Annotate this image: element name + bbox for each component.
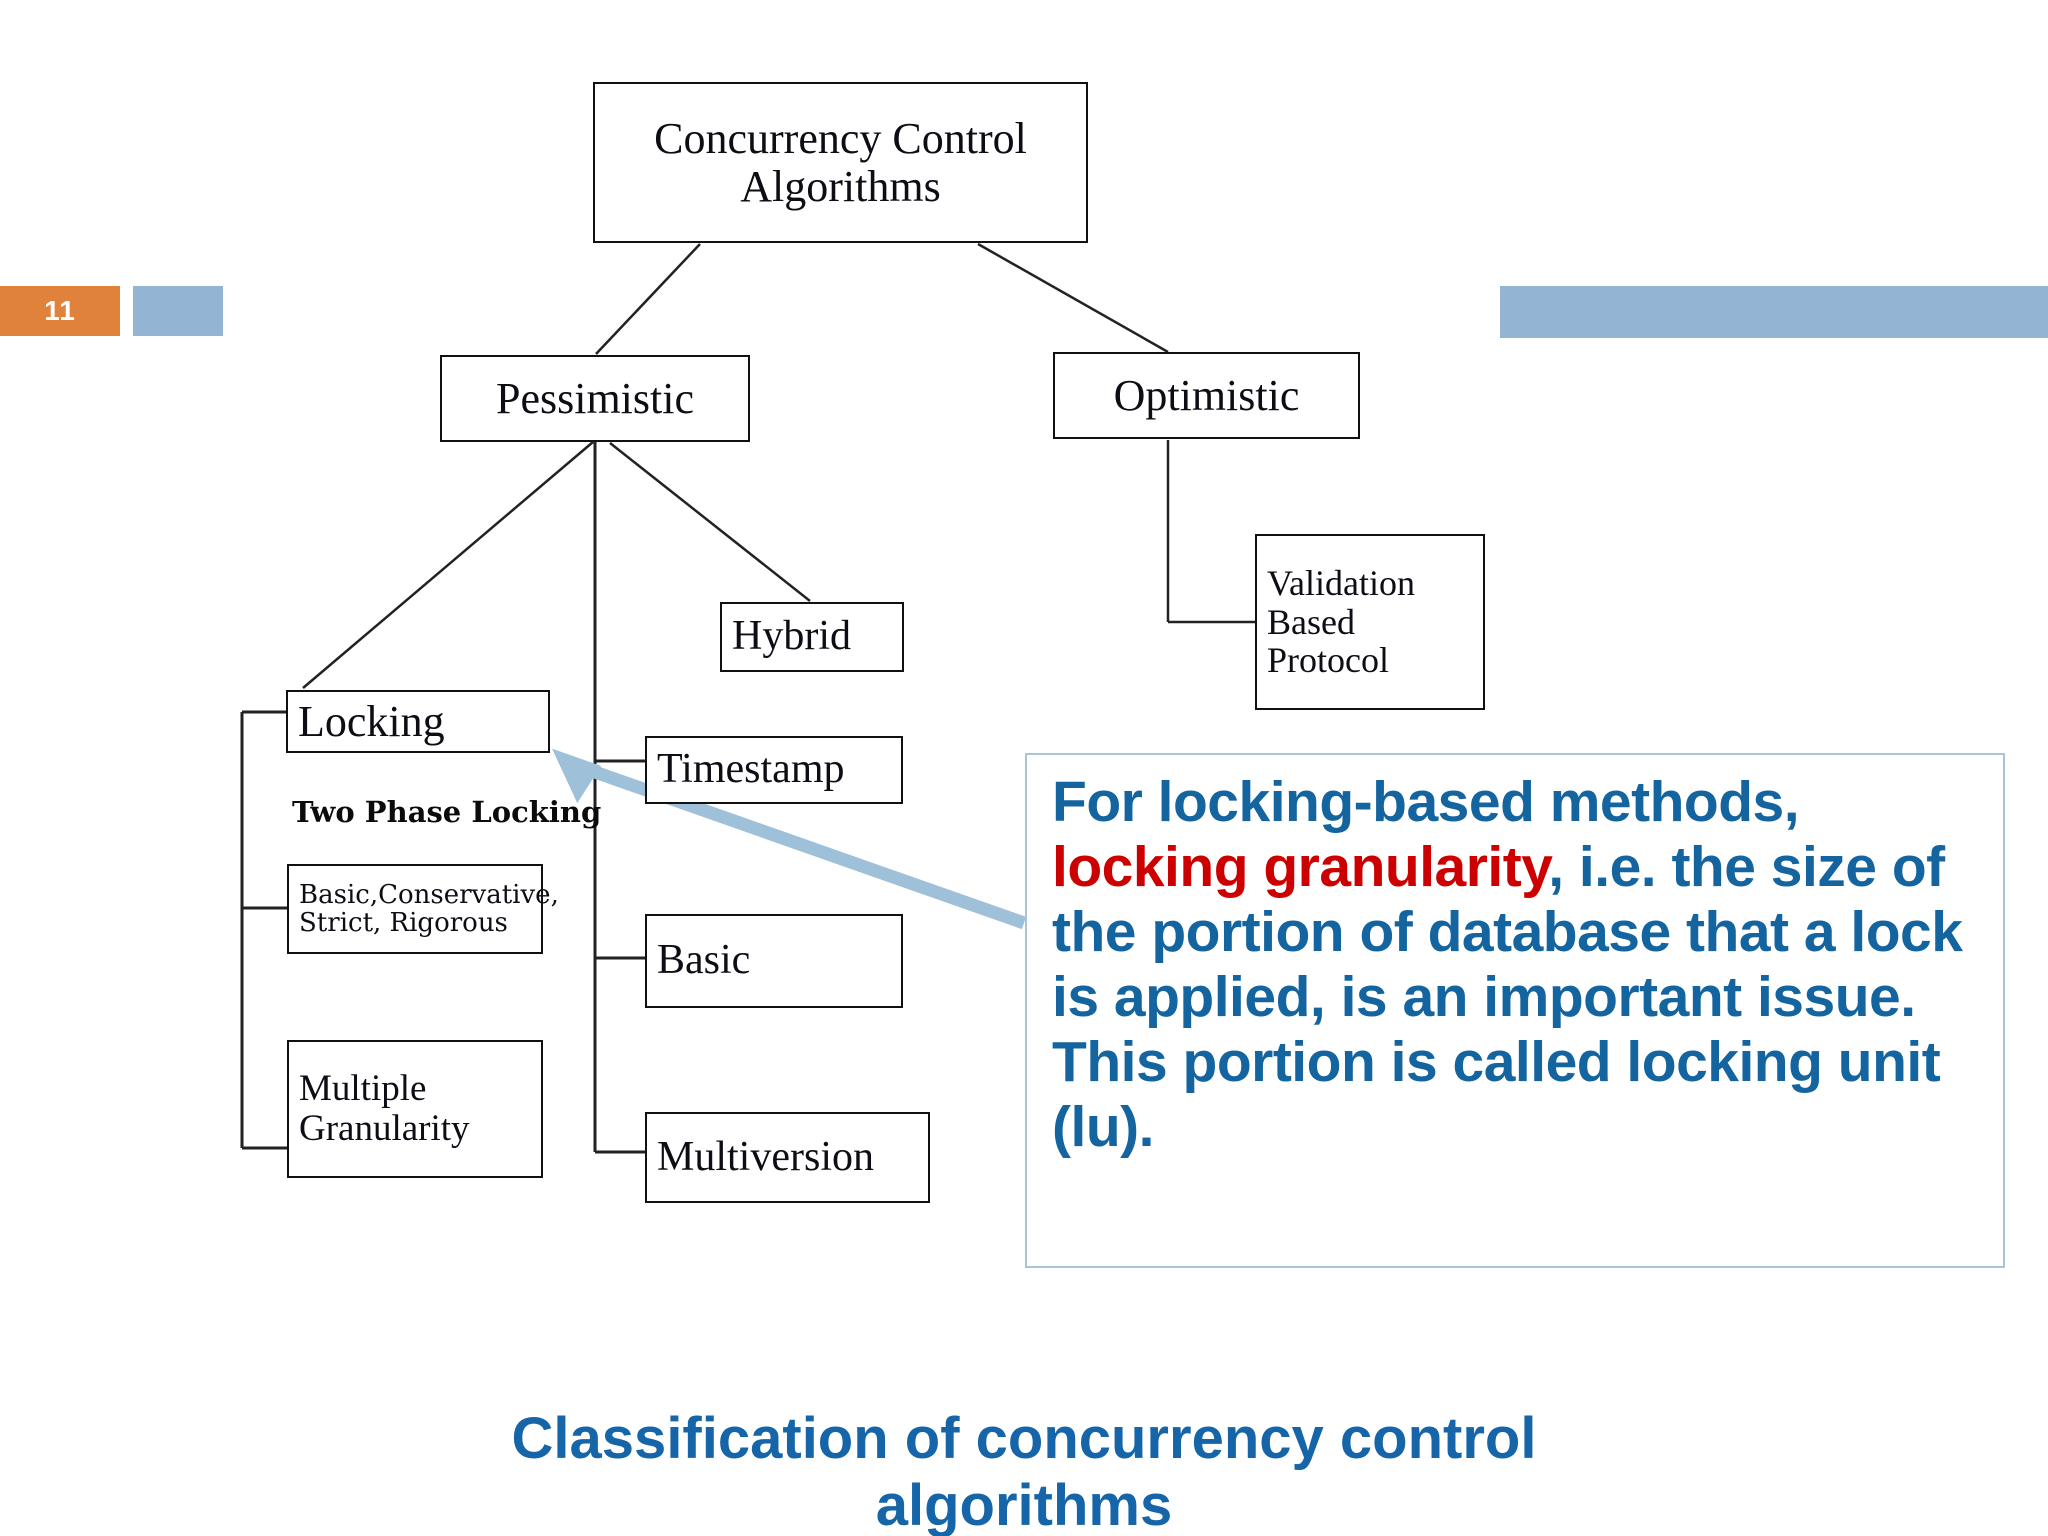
node-pessimistic: Pessimistic	[440, 355, 750, 442]
callout-part2: , i.e. the size of the portion of databa…	[1052, 834, 1963, 1159]
node-label: Optimistic	[1113, 370, 1300, 420]
callout-highlight: locking granularity	[1052, 834, 1549, 899]
node-label: Basic	[657, 937, 751, 984]
node-label: Multiversion	[657, 1133, 874, 1180]
node-optimistic: Optimistic	[1053, 352, 1360, 439]
node-validation-based-protocol: Validation Based Protocol	[1255, 534, 1485, 710]
slide-caption: Classification of concurrency control al…	[0, 1406, 2048, 1536]
node-label: Locking	[298, 696, 445, 746]
accent-bar-right	[1500, 286, 2048, 338]
caption-line-2: algorithms	[875, 1472, 1173, 1536]
node-label: Pessimistic	[495, 373, 695, 423]
node-label: Concurrency Control Algorithms	[654, 113, 1027, 211]
node-label: Multiple Granularity	[299, 1068, 470, 1149]
node-two-phase-locking-label: Two Phase Locking	[292, 795, 602, 829]
caption-line-1: Classification of concurrency control	[511, 1406, 1537, 1471]
node-timestamp: Timestamp	[645, 736, 903, 804]
node-basic: Basic	[645, 914, 903, 1008]
node-label: Validation Based Protocol	[1267, 562, 1415, 681]
node-label: Timestamp	[657, 746, 845, 793]
node-two-phase-locking-kinds: Basic,Conservative, Strict, Rigorous	[287, 864, 559, 954]
accent-bar-left	[133, 286, 223, 336]
node-label: Basic,Conservative, Strict, Rigorous	[299, 879, 559, 938]
node-multiple-granularity: Multiple Granularity	[287, 1040, 543, 1178]
node-label: Hybrid	[732, 613, 851, 660]
callout-part1: For locking-based methods,	[1052, 770, 1800, 834]
node-concurrency-control-algorithms: Concurrency Control Algorithms	[593, 82, 1088, 243]
callout-box	[1025, 753, 2005, 1268]
page-number-badge: 11	[0, 286, 120, 336]
callout-text: For locking-based methods, locking granu…	[1052, 770, 2007, 1160]
node-hybrid: Hybrid	[720, 602, 904, 672]
node-multiversion: Multiversion	[645, 1112, 930, 1203]
node-locking: Locking	[286, 690, 550, 753]
